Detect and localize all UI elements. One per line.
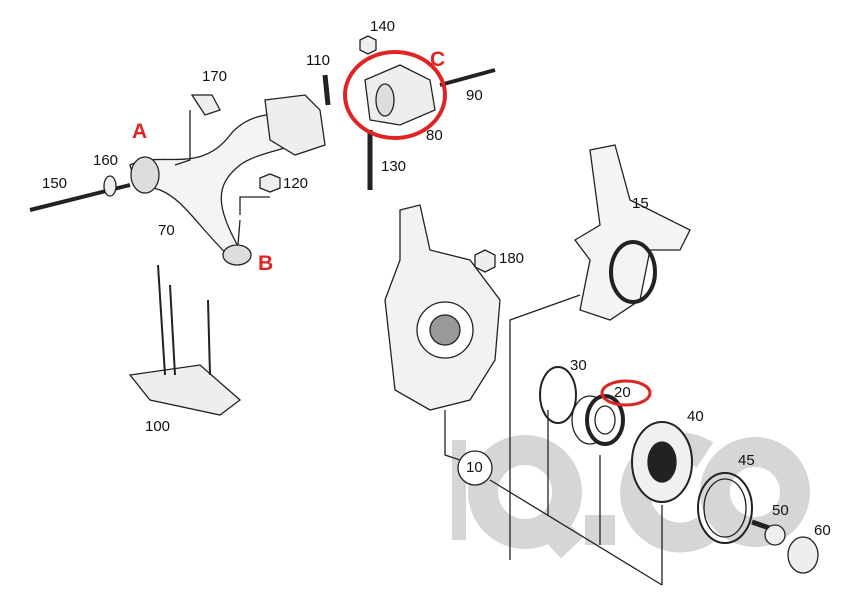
part-label-110: 110 [306, 52, 330, 69]
part-label-160: 160 [93, 152, 119, 169]
callout-b: B [258, 252, 274, 275]
part-label-130: 130 [381, 158, 407, 175]
part-label-170: 170 [202, 68, 228, 85]
part-label-90: 90 [466, 87, 483, 104]
steering-knuckle-15 [574, 144, 691, 321]
callout-a: A [132, 120, 148, 143]
part-label-100: 100 [145, 418, 171, 435]
part-label-120: 120 [283, 175, 309, 192]
callout-20-circle [600, 379, 652, 407]
front-bushing [130, 156, 160, 194]
part-label-40: 40 [687, 408, 704, 425]
clip-170 [190, 94, 221, 116]
bracket-100 [128, 364, 242, 416]
part-label-180: 180 [499, 250, 525, 267]
callout-c-circle [343, 50, 447, 140]
rear-bushing [264, 94, 326, 156]
bolt-90 [439, 68, 496, 87]
circlip-30 [539, 366, 577, 424]
part-label-10: 10 [466, 459, 483, 476]
cap-60 [787, 536, 819, 574]
nut-140 [359, 35, 377, 55]
part-label-45: 45 [738, 452, 755, 469]
part-label-15: 15 [632, 195, 649, 212]
part-label-50: 50 [772, 502, 789, 519]
part-label-150: 150 [42, 175, 68, 192]
wheel-bearing-20 [585, 394, 625, 446]
nut-120 [259, 173, 281, 193]
part-label-80: 80 [426, 127, 443, 144]
nut-180 [474, 249, 496, 273]
part-label-20: 20 [614, 384, 631, 401]
seal-ring-45 [697, 472, 753, 544]
part-label-140: 140 [370, 18, 396, 35]
bolt-110 [322, 74, 331, 106]
part-10-circle [457, 450, 493, 486]
ball-joint [222, 244, 252, 266]
part-label-30: 30 [570, 357, 587, 374]
washer-160 [103, 175, 117, 197]
bushing-80 [364, 64, 436, 126]
control-arm [129, 109, 321, 264]
part-label-60: 60 [814, 522, 831, 539]
part-label-70: 70 [158, 222, 175, 239]
callout-c: C [430, 48, 446, 71]
